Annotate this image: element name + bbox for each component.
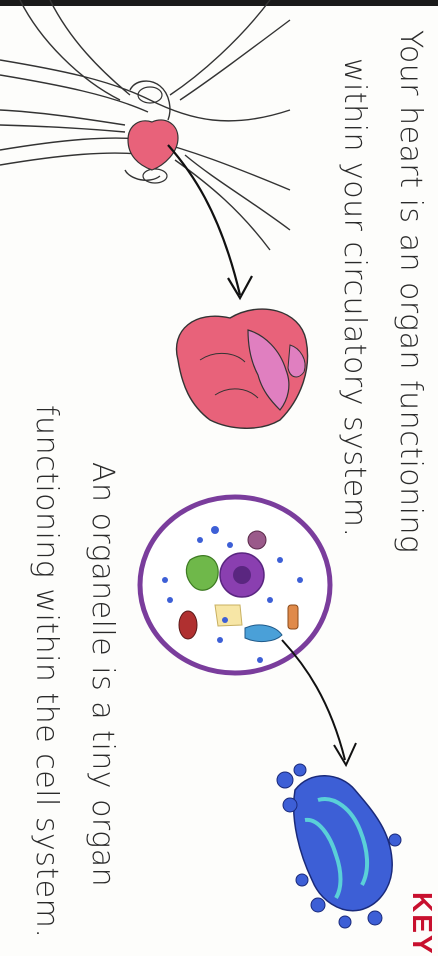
key-label: KEY [406, 892, 438, 956]
organelle-icon [277, 764, 401, 928]
small-heart-icon [128, 120, 178, 170]
organelle-caption-line2: functioning within the cell system. [28, 405, 64, 938]
organelle-caption-line1: An organelle is a tiny organ [84, 462, 120, 887]
cell-icon [140, 497, 330, 673]
heart-icon [177, 309, 308, 428]
heart-arrow [168, 145, 240, 295]
heart-caption-line1: Your heart is an organ functioning [392, 30, 428, 554]
heart-caption-line2: within your circulatory system. [336, 58, 372, 538]
